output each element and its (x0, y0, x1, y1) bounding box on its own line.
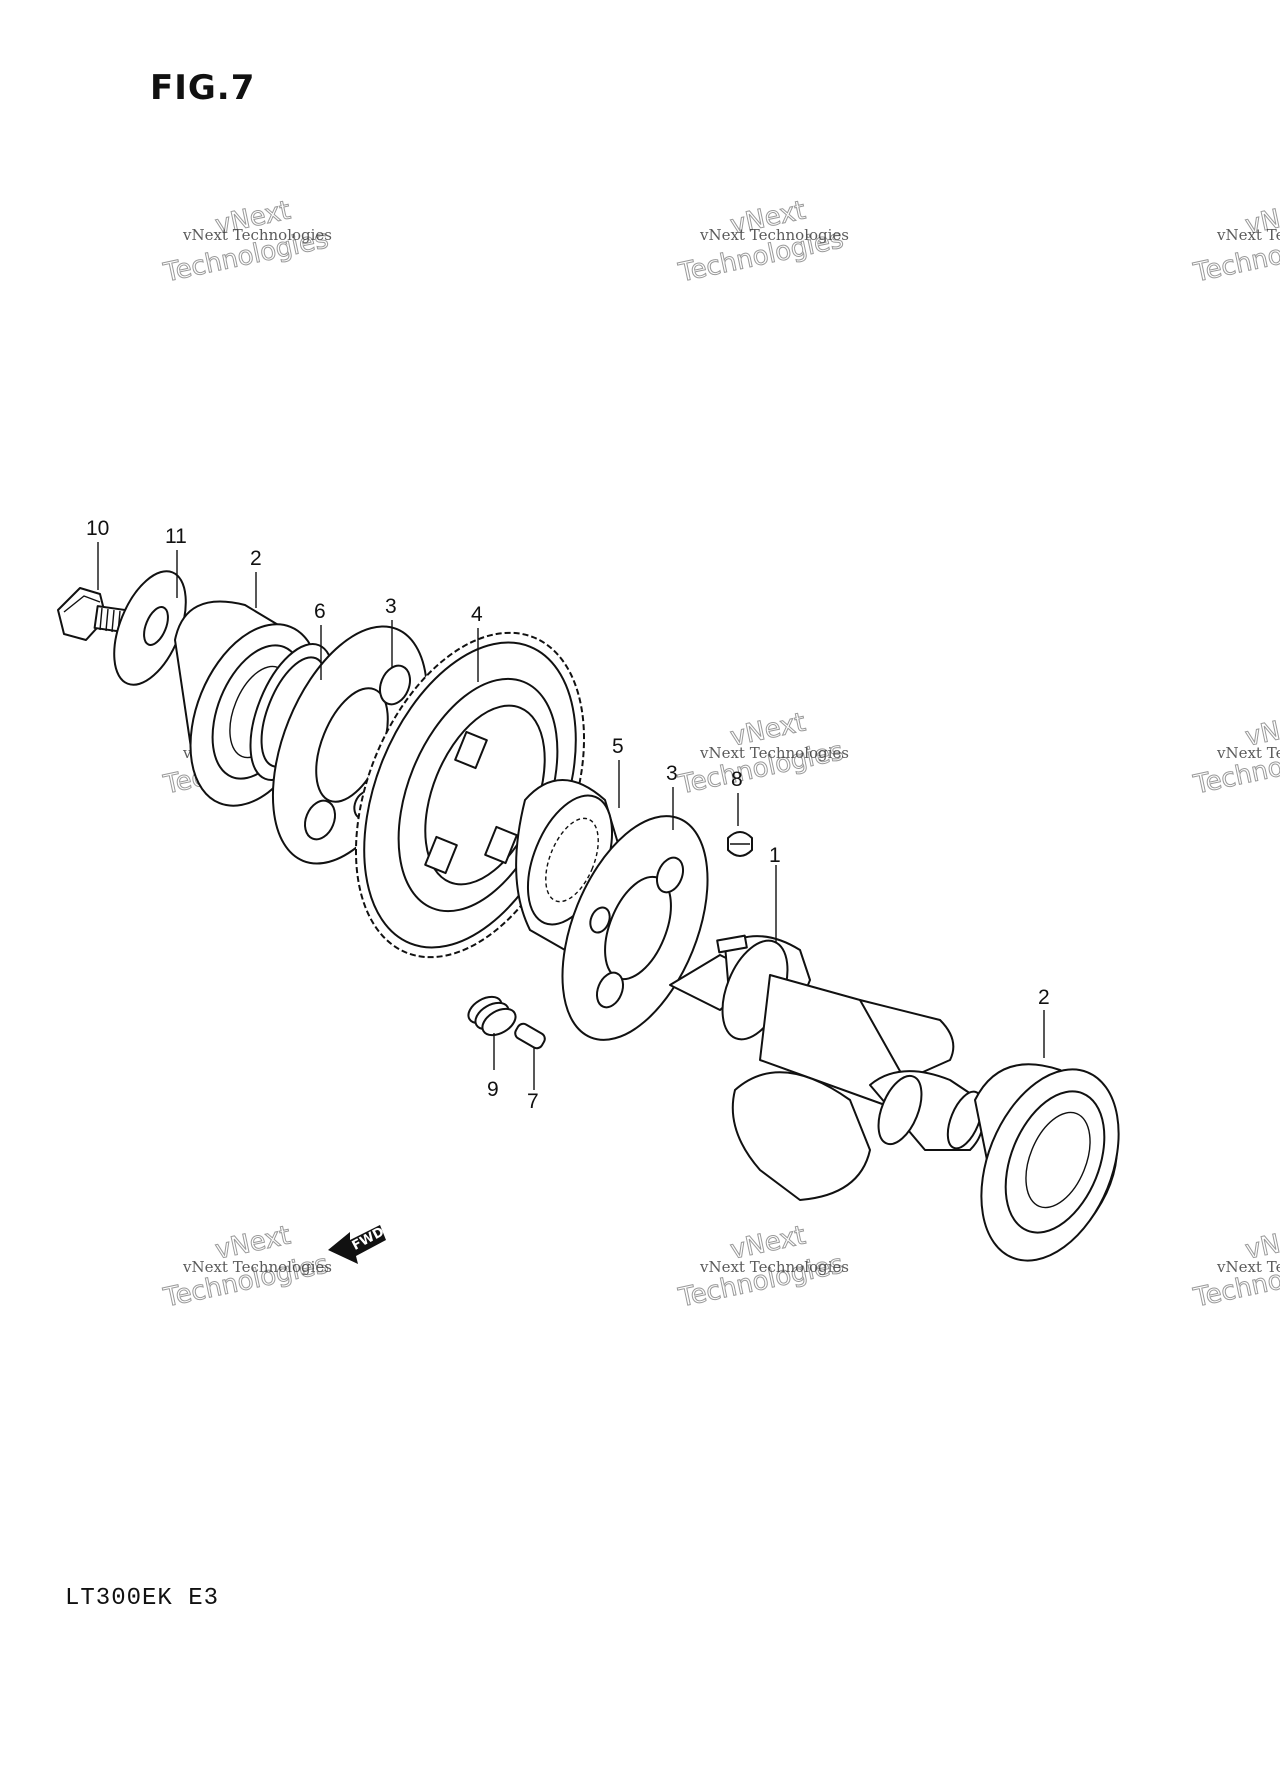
watermark: vNext Technologies (699, 226, 849, 244)
callout-6: 6 (314, 600, 326, 623)
balancer-shaft-part-1 (669, 934, 985, 1201)
fwd-arrow-icon: FWD (328, 1225, 387, 1264)
model-code: LT300EK E3 (65, 1585, 220, 1612)
watermark: vNext Technologies (699, 1258, 849, 1276)
washer-part-11 (113, 570, 187, 686)
watermark: vNext Technologies (1216, 744, 1280, 762)
callout-9: 9 (487, 1078, 499, 1101)
watermark: vNext Technologies (1216, 1258, 1280, 1276)
callout-2: 2 (250, 547, 262, 570)
callout-1: 1 (769, 844, 781, 867)
callout-2: 2 (1038, 986, 1050, 1009)
callout-11: 11 (165, 525, 187, 548)
watermark: vNext Technologies (699, 744, 849, 762)
watermark: vNext Technologies (182, 226, 332, 244)
callout-3: 3 (385, 595, 397, 618)
watermark: vNext Technologies (182, 1258, 332, 1276)
leader-lines (97, 542, 1045, 1090)
callout-3: 3 (666, 762, 678, 785)
key-part-8 (727, 831, 753, 857)
callout-10: 10 (86, 517, 109, 540)
bolt-part-10 (57, 587, 129, 641)
watermark: vNext Technologies (1216, 226, 1280, 244)
bearing-part-2-right (974, 1063, 1120, 1262)
spring-part-9 (467, 995, 517, 1037)
callout-4: 4 (471, 603, 483, 626)
figure-title: FIG.7 (150, 68, 256, 108)
callout-7: 7 (527, 1090, 539, 1113)
pin-part-7 (514, 1022, 546, 1050)
watermark-group: vNext Technologies vNext Technologies vN… (160, 195, 1280, 1314)
callout-5: 5 (612, 735, 624, 758)
callout-8: 8 (731, 768, 743, 791)
